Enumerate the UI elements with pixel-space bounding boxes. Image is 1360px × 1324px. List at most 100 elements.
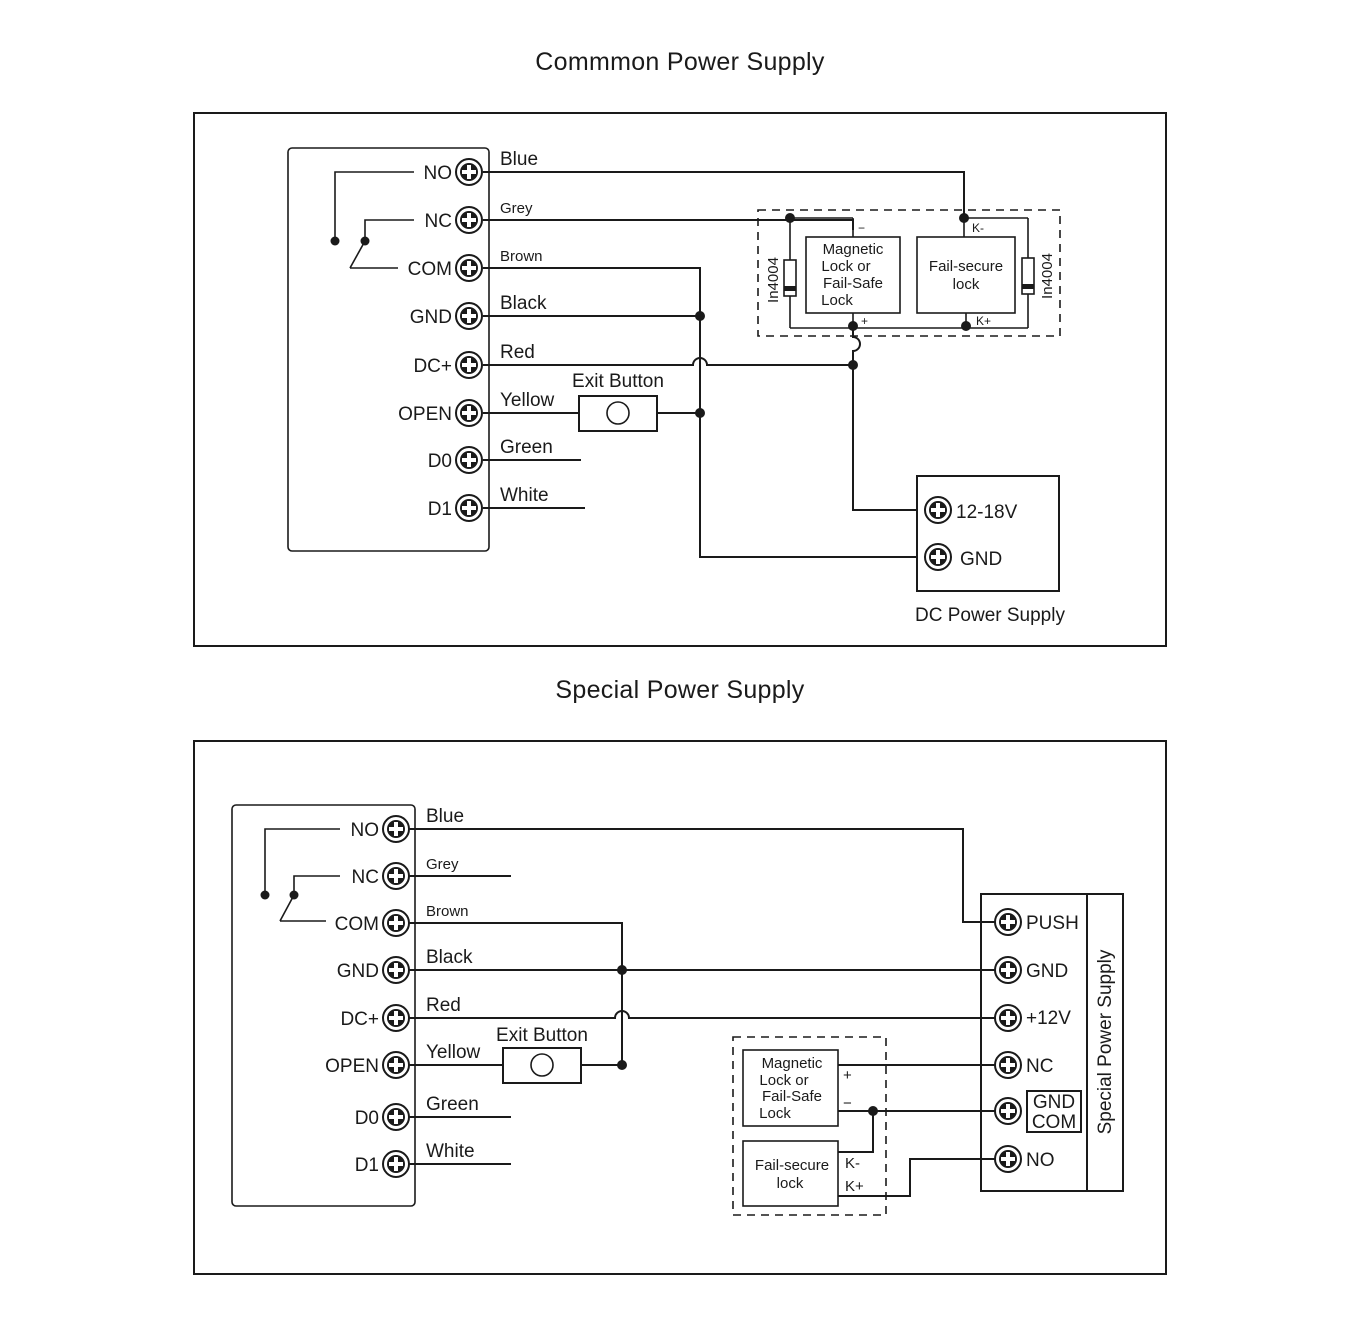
terminal-label: OPEN: [325, 1056, 379, 1077]
k-minus-label: K-: [972, 221, 984, 235]
screw-terminal-icon: [994, 1145, 1022, 1173]
magnetic-lock: Magnetic Lock or Fail-Safe Lock: [742, 1049, 839, 1127]
k-minus-label: K-: [845, 1155, 860, 1172]
diode-right-label: In4004: [1039, 253, 1056, 299]
wire-color-label: Brown: [426, 903, 469, 920]
terminal-label: DC+: [413, 356, 452, 377]
wires: [409, 828, 995, 1197]
special-power-supply-unit: [980, 893, 1124, 1192]
psu-gnd-label: GND: [960, 549, 1002, 570]
wire-color-label: Grey: [500, 200, 533, 217]
red-wire: [409, 1010, 995, 1019]
terminal-label: NC: [352, 867, 379, 888]
wire-color-label: Grey: [426, 856, 459, 873]
screw-terminal-icon: [382, 1150, 410, 1178]
screw-terminal-icon: [924, 543, 952, 571]
svg-text:Lock or: Lock or: [821, 258, 870, 275]
lock-wiring-box: [732, 1036, 887, 1216]
k-plus-label: K+: [845, 1178, 864, 1195]
wire-color-label: Green: [426, 1094, 479, 1115]
k-plus-label: K+: [976, 314, 991, 328]
terminal-label: D0: [428, 451, 452, 472]
terminal-label: D0: [355, 1108, 379, 1129]
terminal-label: COM: [408, 259, 452, 280]
controller-body: [231, 804, 416, 1207]
gnd-com-box: [1026, 1090, 1082, 1133]
terminal-label: D1: [355, 1155, 379, 1176]
red-wire: [483, 357, 853, 366]
mag-plus-label: +: [861, 314, 868, 328]
svg-text:Fail-secure: Fail-secure: [929, 258, 1003, 275]
blue-wire: [409, 828, 995, 923]
terminal-label: GND: [410, 307, 452, 328]
wire-color-label: White: [500, 485, 549, 506]
screw-terminal-icon: [994, 1097, 1022, 1125]
screw-terminal-icon: [455, 446, 483, 474]
exit-button: Exit Button: [496, 1025, 588, 1084]
screw-terminal-icon: [455, 399, 483, 427]
terminal-label: DC+: [340, 1009, 379, 1030]
svg-text:Lock or: Lock or: [759, 1072, 808, 1089]
terminal-label: NO: [351, 820, 380, 841]
brown-wire: [409, 922, 623, 1066]
wire-color-label: White: [426, 1141, 475, 1162]
blue-wire: [483, 171, 965, 218]
dc-power-supply-label: DC Power Supply: [915, 605, 1065, 626]
psu-push-label: PUSH: [1026, 913, 1079, 934]
wire-color-label: Black: [500, 293, 547, 314]
screw-terminal-icon: [455, 206, 483, 234]
psu-12v-label: +12V: [1026, 1008, 1071, 1029]
screw-terminal-icon: [994, 1004, 1022, 1032]
mag-minus-label: −: [858, 221, 865, 235]
diode-right-icon: [1021, 257, 1035, 295]
exit-button: Exit Button: [572, 371, 664, 432]
fail-secure-lock: Fail-secure lock: [742, 1140, 839, 1207]
screw-terminal-icon: [382, 909, 410, 937]
screw-terminal-icon: [382, 862, 410, 890]
terminal-label: OPEN: [398, 404, 452, 425]
screw-terminal-icon: [382, 815, 410, 843]
common-power-supply-title: Commmon Power Supply: [535, 48, 825, 76]
controller-body: [287, 147, 490, 552]
svg-text:lock: lock: [777, 1175, 804, 1192]
screw-terminal-icon: [382, 1051, 410, 1079]
screw-terminal-icon: [994, 908, 1022, 936]
diagram-frame: [193, 112, 1167, 647]
lock-wiring-box: [757, 209, 1061, 337]
terminal-label: GND: [337, 961, 379, 982]
screw-terminal-icon: [994, 1051, 1022, 1079]
diode-left-label: In4004: [765, 257, 782, 303]
svg-text:Magnetic: Magnetic: [762, 1055, 823, 1072]
special-power-supply-title: Special Power Supply: [555, 676, 805, 704]
wire-color-label: Red: [426, 995, 461, 1016]
mag-plus-label: +: [843, 1067, 852, 1084]
exit-button-label: Exit Button: [496, 1025, 588, 1046]
wire-color-label: Black: [426, 947, 473, 968]
psu-no-label: NO: [1026, 1150, 1055, 1171]
screw-terminal-icon: [455, 158, 483, 186]
wire-color-label: Red: [500, 342, 535, 363]
svg-text:lock: lock: [953, 276, 980, 293]
screw-terminal-icon: [382, 956, 410, 984]
diode-left-icon: [783, 259, 797, 297]
svg-text:Lock: Lock: [759, 1105, 791, 1122]
svg-text:Fail-secure: Fail-secure: [755, 1157, 829, 1174]
screw-terminal-icon: [382, 1004, 410, 1032]
screw-terminal-icon: [455, 302, 483, 330]
relay-contact-symbol: [330, 171, 414, 269]
screw-terminal-icon: [455, 494, 483, 522]
screw-terminal-icon: [455, 254, 483, 282]
svg-text:Fail-Safe: Fail-Safe: [823, 275, 883, 292]
dc-power-supply: [916, 475, 1060, 592]
psu-gnd-com-label-1: GND: [1033, 1092, 1075, 1113]
terminal-label: D1: [428, 499, 452, 520]
svg-text:Magnetic: Magnetic: [823, 241, 884, 258]
screw-terminal-icon: [924, 496, 952, 524]
terminal-label: NO: [424, 163, 453, 184]
wire-color-label: Green: [500, 437, 553, 458]
psu-12-18v-label: 12-18V: [956, 502, 1018, 523]
wire-color-label: Yellow: [500, 390, 555, 411]
fail-secure-lock: Fail-secure lock: [916, 236, 1016, 314]
